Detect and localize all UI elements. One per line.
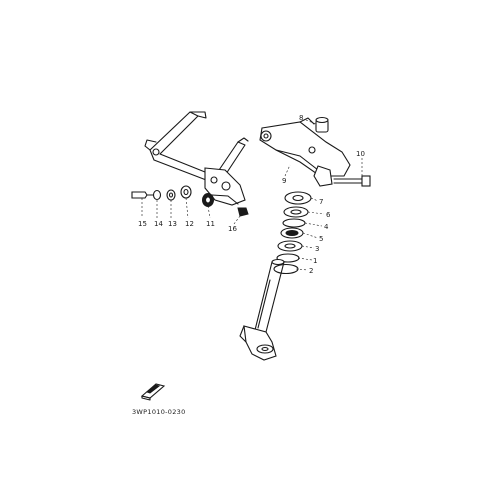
callout-1: 1	[313, 257, 317, 265]
diagram-code-block: 3WP1010-0230	[132, 383, 186, 416]
callout-10: 10	[356, 150, 365, 158]
callout-15: 15	[138, 220, 147, 228]
small-parts-row	[131, 185, 249, 217]
callout-16: 16	[228, 225, 237, 233]
callout-7: 7	[319, 198, 323, 206]
callout-labels: 15 14 13 12 11 16 7 6 4 5 3 1 2 8 9 10	[138, 114, 365, 275]
callout-8: 8	[299, 114, 303, 122]
crown-bolt	[333, 175, 371, 187]
callout-11: 11	[206, 220, 215, 228]
callout-12: 12	[185, 220, 194, 228]
diagram-code: 3WP1010-0230	[132, 408, 186, 416]
leader-lines	[141, 119, 363, 271]
callout-6: 6	[326, 211, 331, 219]
callout-13: 13	[168, 220, 177, 228]
manual-book-icon	[140, 383, 166, 401]
callout-14: 14	[154, 220, 163, 228]
callout-5: 5	[319, 235, 323, 243]
callout-3: 3	[315, 245, 319, 253]
steering-stem	[239, 258, 285, 361]
steering-crown	[259, 117, 351, 187]
cap-nut	[315, 116, 329, 133]
callout-4: 4	[324, 223, 329, 231]
bracket-assembly	[144, 111, 249, 206]
callout-9: 9	[282, 177, 286, 185]
callout-2: 2	[309, 267, 313, 275]
